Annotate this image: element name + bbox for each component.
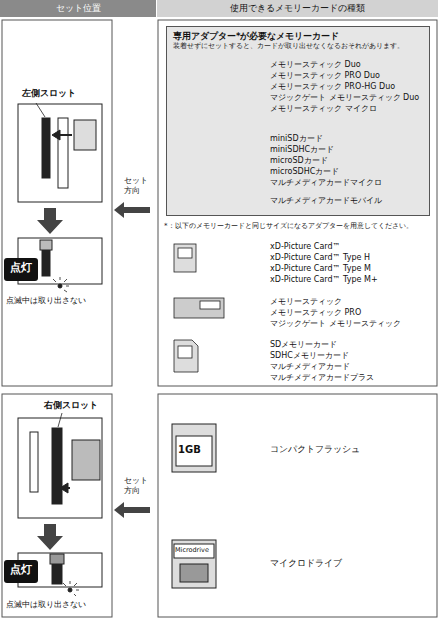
set-direction-arrow: [114, 202, 150, 218]
header-cell: セット位置: [0, 0, 156, 17]
box-heading: セット位置: [56, 2, 101, 15]
card-icons: [178, 248, 192, 258]
right-slot-figure: [63, 581, 79, 596]
right-slot-figure: [58, 413, 62, 427]
adapter-box: 専用アダプター*が必要なメモリーカード装着せずにセットすると、カードが取り出せな…: [166, 26, 430, 216]
table-frame: [2, 394, 112, 617]
card-name: コンパクトフラッシュ: [270, 444, 434, 455]
box-heading: 点灯: [7, 562, 35, 577]
right-slot-figure: [37, 524, 63, 550]
card-icons: [200, 301, 220, 309]
right-slot-figure: [50, 554, 64, 564]
cf-icon: [176, 436, 212, 466]
caution-note: 点滅中は取り出さない: [6, 600, 110, 610]
right-slot-figure: [60, 483, 68, 493]
slot-label: 右側スロット: [44, 400, 110, 411]
card-name: メモリースティック: [270, 297, 434, 307]
card-name: xD-Picture Card™: [270, 242, 434, 252]
microdrive-icon: [172, 540, 216, 588]
table-frame: [158, 20, 437, 386]
card-brand: Microdrive: [175, 546, 213, 554]
left-slot-figure: [36, 103, 45, 117]
card-name: メモリースティック PRO: [270, 308, 434, 318]
card-name: マイクロドライブ: [270, 558, 434, 569]
card-icons: [174, 298, 224, 318]
microdrive-icon: [174, 544, 214, 558]
right-slot-figure: [52, 428, 62, 504]
microdrive-icon: [180, 564, 208, 582]
card-name: メモリースティック PRO Duo: [270, 71, 434, 81]
header-cell: 使用できるメモリーカードの種類: [157, 0, 438, 17]
card-name: xD-Picture Card™ Type H: [270, 253, 434, 263]
box-heading: 点灯: [7, 260, 35, 275]
lamp-badge: 点灯: [4, 258, 38, 281]
footnote: *：以下のメモリーカードと同じサイズになるアダプターを用意してください。: [164, 222, 434, 231]
set-direction-arrow: [114, 502, 150, 518]
microdrive-icon: [172, 540, 216, 588]
left-slot-figure: [37, 208, 63, 234]
box-heading: 使用できるメモリーカードの種類: [230, 2, 365, 15]
left-slot-figure: [58, 118, 68, 188]
card-name: xD-Picture Card™ Type M+: [270, 275, 434, 285]
card-name: miniSDHCカード: [270, 145, 434, 155]
left-slot-figure: [58, 284, 62, 288]
card-name: microSDHCカード: [270, 167, 434, 177]
direction-label: セット 方向: [124, 476, 154, 496]
card-name: SDHCメモリーカード: [270, 351, 434, 361]
left-slot-figure: [18, 104, 102, 202]
cf-icon: [172, 424, 216, 472]
left-slot-figure: [52, 130, 60, 140]
left-slot-figure: [40, 240, 52, 250]
left-slot-figure: [53, 277, 69, 292]
caution-note: 点滅中は取り出さない: [6, 296, 110, 306]
card-name: SDメモリーカード: [270, 340, 434, 350]
card-name: マジックゲート メモリースティック: [270, 319, 434, 329]
right-slot-figure: [72, 440, 100, 480]
right-slot-figure: [68, 588, 72, 592]
card-icons: [174, 340, 198, 372]
card-name: メモリースティック PRO-HG Duo: [270, 82, 434, 92]
right-slot-figure: [30, 432, 38, 492]
card-name: miniSDカード: [270, 134, 434, 144]
lamp-badge: 点灯: [4, 560, 38, 583]
table-frame: [2, 20, 437, 617]
card-name: マルチメディアカードプラス: [270, 373, 434, 383]
card-name: メモリースティック Duo: [270, 60, 434, 70]
card-name: xD-Picture Card™ Type M: [270, 264, 434, 274]
box-heading: 専用アダプター*が必要なメモリーカード: [173, 31, 423, 42]
direction-label: セット 方向: [124, 176, 154, 196]
card-icons: [178, 346, 192, 358]
slot-label: 左側スロット: [22, 88, 108, 99]
card-name: マジックゲート メモリースティック Duo: [270, 93, 434, 103]
card-name: microSDカード: [270, 156, 434, 166]
left-slot-figure: [74, 120, 96, 150]
left-slot-figure: [42, 118, 50, 178]
card-name: メモリースティック マイクロ: [270, 104, 434, 114]
table-frame: [2, 20, 112, 386]
card-icons: [174, 244, 196, 272]
card-name: マルチメディアカードマイクロ: [270, 178, 434, 188]
set-direction-arrow: [114, 202, 150, 518]
card-name: マルチメディアカード: [270, 362, 434, 372]
table-frame: [158, 394, 437, 617]
card-name: マルチメディアカードモバイル: [270, 196, 434, 206]
right-slot-figure: [18, 418, 102, 518]
box-note: 装着せずにセットすると、カードが取り出せなくなるおそれがあります。: [173, 42, 423, 51]
card-capacity: 1GB: [178, 444, 210, 457]
cf-icon: [172, 424, 216, 472]
